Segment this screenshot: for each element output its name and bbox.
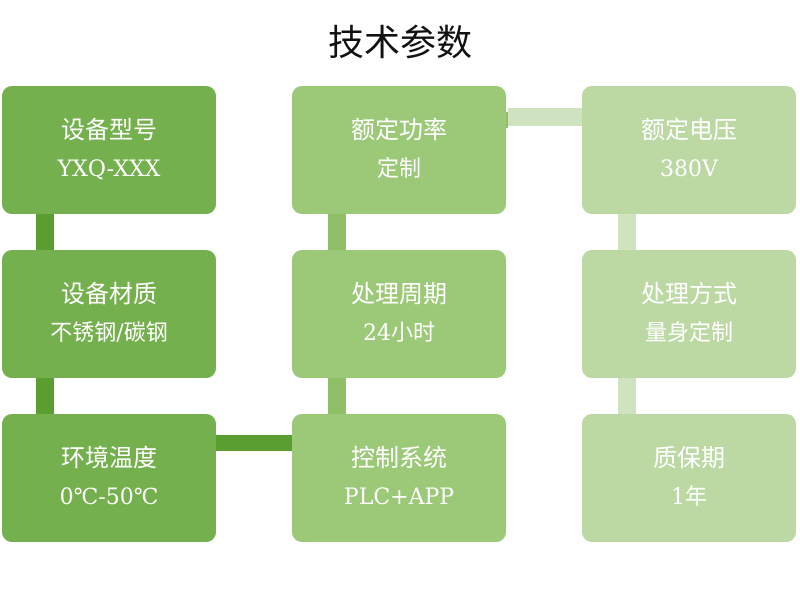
param-value: YXQ-XXX [57,157,161,183]
page-title: 技术参数 [327,23,472,64]
param-value: 不锈钢/碳钢 [50,321,168,347]
param-card-process-method: 处理方式 量身定制 [582,250,796,378]
param-label: 额定电压 [641,116,737,145]
param-value: 380V [660,157,718,183]
param-card-material: 设备材质 不锈钢/碳钢 [2,250,216,378]
param-label: 设备材质 [61,280,157,309]
param-card-ambient-temperature: 环境温度 0℃-50℃ [2,414,216,542]
param-value: 0℃-50℃ [59,485,159,511]
param-label: 处理方式 [641,280,737,309]
param-label: 控制系统 [351,444,447,473]
param-card-control-system: 控制系统 PLC+APP [292,414,506,542]
param-value: 量身定制 [644,321,733,347]
param-card-warranty: 质保期 1年 [582,414,796,542]
param-label: 额定功率 [351,116,447,145]
param-card-rated-power: 额定功率 定制 [292,86,506,214]
param-label: 环境温度 [61,444,157,473]
param-value: 1年 [671,485,707,511]
param-value: 定制 [376,157,421,183]
connector-top-link [508,108,584,126]
param-value: PLC+APP [343,485,455,511]
param-card-rated-voltage: 额定电压 380V [582,86,796,214]
param-card-model: 设备型号 YXQ-XXX [2,86,216,214]
param-card-process-cycle: 处理周期 24小时 [292,250,506,378]
param-value: 24小时 [363,321,435,347]
param-label: 质保期 [653,444,725,473]
param-label: 设备型号 [61,116,157,145]
connector-bottom-link [216,435,292,451]
param-label: 处理周期 [351,280,447,309]
